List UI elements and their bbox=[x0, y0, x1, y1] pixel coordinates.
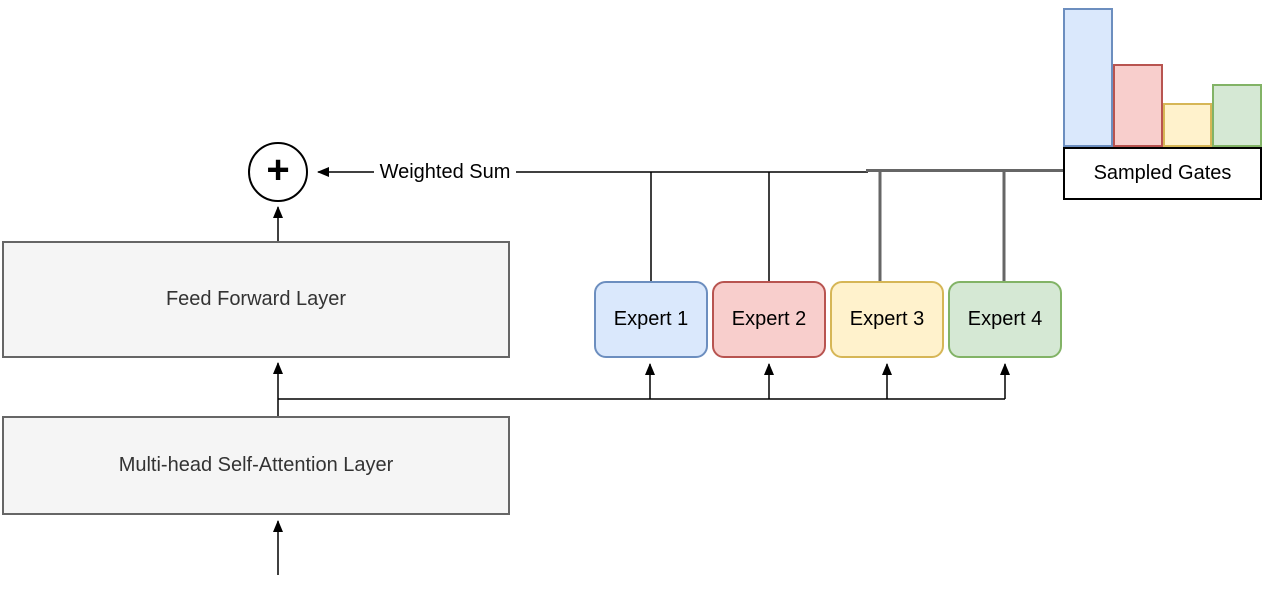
sum-node: + bbox=[248, 142, 308, 202]
expert-3-label: Expert 3 bbox=[849, 308, 925, 330]
attention-to-experts-branch bbox=[278, 363, 1010, 400]
self-attention-layer-label: Multi-head Self-Attention Layer bbox=[118, 454, 394, 476]
feed-forward-layer-box: Feed Forward Layer bbox=[2, 241, 510, 358]
gate-bar-expert-3 bbox=[1162, 103, 1213, 147]
expert-3-box: Expert 3 bbox=[830, 281, 944, 358]
weighted-sum-line bbox=[317, 167, 868, 281]
feed-forward-layer-label: Feed Forward Layer bbox=[165, 288, 347, 310]
gate-bar-expert-2 bbox=[1112, 64, 1163, 147]
sampled-gates-label: Sampled Gates bbox=[1093, 162, 1232, 184]
gate-bar-expert-1 bbox=[1063, 8, 1113, 147]
weighted-sum-edge-label: Weighted Sum bbox=[379, 161, 511, 183]
expert-2-box: Expert 2 bbox=[712, 281, 826, 358]
sampled-gates-box: Sampled Gates bbox=[1063, 147, 1262, 200]
expert-1-label: Expert 1 bbox=[613, 308, 689, 330]
expert-4-box: Expert 4 bbox=[948, 281, 1062, 358]
sampled-gates-bar-chart bbox=[1063, 8, 1262, 147]
expert-2-label: Expert 2 bbox=[731, 308, 807, 330]
expert-1-box: Expert 1 bbox=[594, 281, 708, 358]
gate-bar-expert-4 bbox=[1212, 84, 1262, 147]
gate-lines bbox=[866, 169, 1063, 281]
plus-icon: + bbox=[266, 148, 290, 192]
expert-4-label: Expert 4 bbox=[967, 308, 1043, 330]
self-attention-layer-box: Multi-head Self-Attention Layer bbox=[2, 416, 510, 515]
